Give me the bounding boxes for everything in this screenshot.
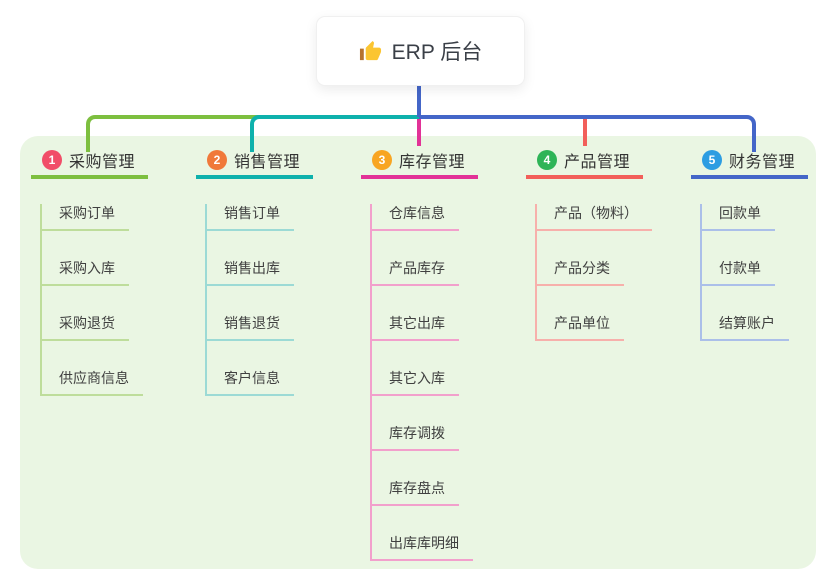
branch-children: 仓库信息产品库存其它出库其它入库库存调拨库存盘点出库库明细 xyxy=(370,204,473,561)
connector-branch-1 xyxy=(86,115,260,152)
child-node[interactable]: 回款单 xyxy=(702,204,775,231)
child-node[interactable]: 客户信息 xyxy=(207,369,294,396)
branch-header[interactable]: 5 财务管理 xyxy=(691,148,808,179)
branch-number-badge: 5 xyxy=(702,150,722,170)
branch-header[interactable]: 1 采购管理 xyxy=(31,148,148,179)
child-node[interactable]: 结算账户 xyxy=(702,314,789,341)
connector-root xyxy=(417,84,421,117)
child-node[interactable]: 采购退货 xyxy=(42,314,129,341)
branch-number-badge: 2 xyxy=(207,150,227,170)
branch-label: 采购管理 xyxy=(69,154,136,171)
connector-branch-3 xyxy=(417,119,421,146)
child-node[interactable]: 产品分类 xyxy=(537,259,624,286)
child-node[interactable]: 销售出库 xyxy=(207,259,294,286)
child-node[interactable]: 采购入库 xyxy=(42,259,129,286)
child-node[interactable]: 付款单 xyxy=(702,259,775,286)
branch-label: 库存管理 xyxy=(399,154,466,171)
connector-branch-5 xyxy=(419,115,756,152)
child-node[interactable]: 库存调拨 xyxy=(372,424,459,451)
child-node[interactable]: 产品库存 xyxy=(372,259,459,286)
branch-number-badge: 4 xyxy=(537,150,557,170)
branch-5: 5 财务管理回款单付款单结算账户 xyxy=(691,148,808,341)
root-title: ERP 后台 xyxy=(391,41,483,64)
branch-label: 销售管理 xyxy=(234,154,301,171)
branch-children: 销售订单销售出库销售退货客户信息 xyxy=(205,204,294,396)
branch-header[interactable]: 4 产品管理 xyxy=(526,148,643,179)
branch-label: 财务管理 xyxy=(729,154,796,171)
branch-label: 产品管理 xyxy=(564,154,631,171)
connector-branch-4 xyxy=(583,119,587,146)
branch-children: 产品（物料） 产品分类产品单位 xyxy=(535,204,652,341)
child-node[interactable]: 销售退货 xyxy=(207,314,294,341)
child-node[interactable]: 出库库明细 xyxy=(372,534,473,561)
branch-children: 回款单付款单结算账户 xyxy=(700,204,789,341)
branch-header[interactable]: 2 销售管理 xyxy=(196,148,313,179)
child-node[interactable]: 采购订单 xyxy=(42,204,129,231)
branch-1: 1 采购管理采购订单采购入库采购退货供应商信息 xyxy=(31,148,148,396)
connector-branch-2 xyxy=(250,115,425,152)
root-node[interactable]: ERP 后台 xyxy=(316,16,525,86)
child-node[interactable]: 产品单位 xyxy=(537,314,624,341)
branch-number-badge: 1 xyxy=(42,150,62,170)
branch-number-badge: 3 xyxy=(372,150,392,170)
child-node[interactable]: 其它入库 xyxy=(372,369,459,396)
child-node[interactable]: 仓库信息 xyxy=(372,204,459,231)
branch-3: 3 库存管理仓库信息产品库存其它出库其它入库库存调拨库存盘点出库库明细 xyxy=(361,148,478,561)
child-node[interactable]: 供应商信息 xyxy=(42,369,143,396)
branch-2: 2 销售管理销售订单销售出库销售退货客户信息 xyxy=(196,148,313,396)
thumbs-up-icon xyxy=(359,40,381,60)
branches-panel xyxy=(20,136,816,569)
branch-4: 4 产品管理产品（物料） 产品分类产品单位 xyxy=(526,148,652,341)
branch-header[interactable]: 3 库存管理 xyxy=(361,148,478,179)
child-node[interactable]: 产品（物料） xyxy=(537,204,652,231)
child-node[interactable]: 库存盘点 xyxy=(372,479,459,506)
child-node[interactable]: 其它出库 xyxy=(372,314,459,341)
child-node[interactable]: 销售订单 xyxy=(207,204,294,231)
branch-children: 采购订单采购入库采购退货供应商信息 xyxy=(40,204,143,396)
